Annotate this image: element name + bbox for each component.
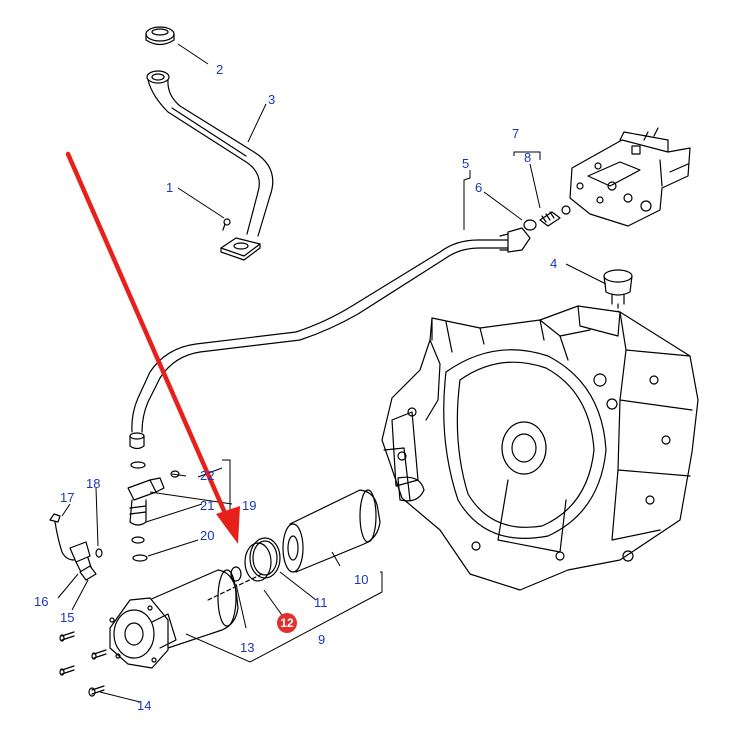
part-12-o-ring <box>244 542 272 582</box>
callout-13: 13 <box>240 640 254 655</box>
part-17-sensor-cable <box>49 513 91 563</box>
part-14-bolt <box>59 631 107 697</box>
valve-block <box>569 127 691 227</box>
callout-3: 3 <box>268 92 275 107</box>
highlight-badge <box>277 613 297 633</box>
callout-1: 1 <box>166 180 173 195</box>
part-1-bolt <box>220 218 261 261</box>
pointer-arrow <box>65 151 240 544</box>
callout-2: 2 <box>216 62 223 77</box>
part-18-seal <box>95 548 103 558</box>
callout-12: 12 <box>280 616 294 630</box>
callout-22: 22 <box>200 468 214 483</box>
callout-15: 15 <box>60 610 74 625</box>
callout-18: 18 <box>86 476 100 491</box>
callout-12-highlight[interactable]: 12 <box>277 613 297 633</box>
callout-7: 7 <box>512 126 519 141</box>
callout-5: 5 <box>462 156 469 171</box>
assembly-axis-line <box>207 573 263 601</box>
callout-4: 4 <box>550 256 557 271</box>
part-2-filler-cap <box>145 26 175 46</box>
part-9-filter-housing <box>109 569 239 669</box>
callout-19: 19 <box>242 498 256 513</box>
part-22-o-ring <box>170 470 180 478</box>
part-8-adapter-fitting <box>539 205 571 227</box>
part-15-adapter <box>79 565 97 581</box>
callout-8: 8 <box>524 150 531 165</box>
part-5-hydraulic-pipe <box>129 227 531 450</box>
part-13-o-ring <box>230 566 242 582</box>
callout-17: 17 <box>60 490 74 505</box>
callout-11: 11 <box>314 595 328 610</box>
callout-16: 16 <box>34 594 48 609</box>
part-20-o-ring <box>131 536 148 562</box>
callout-9: 9 <box>318 632 325 647</box>
part-6-o-ring <box>523 219 537 231</box>
callout-6: 6 <box>475 180 482 195</box>
part-21-union-fitting <box>127 461 165 526</box>
part-10-filter-element <box>282 489 381 573</box>
callout-21: 21 <box>200 498 214 513</box>
transmission-housing <box>381 305 699 591</box>
part-3-filler-tube <box>146 70 274 237</box>
callout-14: 14 <box>137 698 151 713</box>
callout-20: 20 <box>200 528 214 543</box>
callout-10: 10 <box>354 572 368 587</box>
